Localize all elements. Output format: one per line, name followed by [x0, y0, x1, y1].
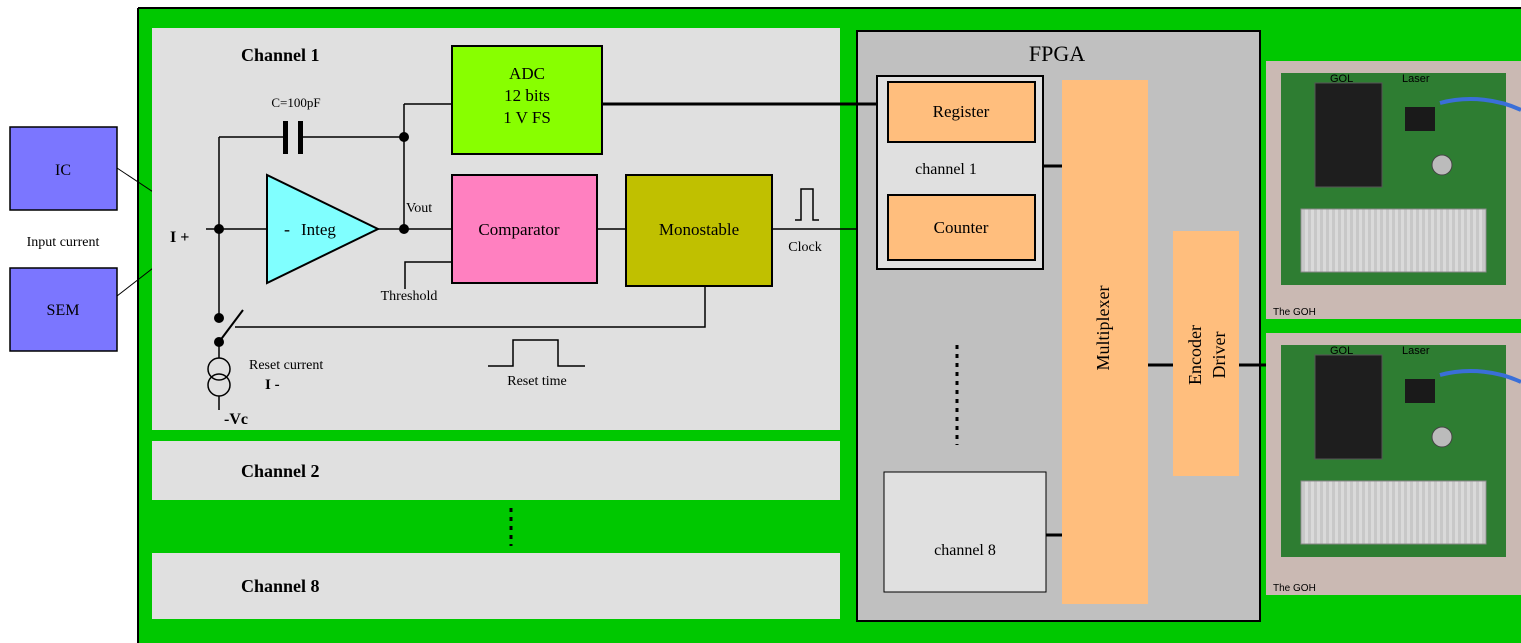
junction-dot-feedback: [399, 132, 409, 142]
svg-text:12 bits: 12 bits: [504, 86, 550, 105]
register-block: Register: [888, 82, 1035, 142]
sem-block: SEM: [10, 268, 117, 351]
encoder-driver-block: Encoder Driver: [1173, 231, 1239, 476]
svg-text:Integ: Integ: [301, 220, 336, 239]
svg-text:SEM: SEM: [47, 302, 80, 319]
svg-text:Driver: Driver: [1209, 332, 1229, 379]
multiplexer-block: Multiplexer: [1062, 80, 1148, 604]
comparator-block: Comparator: [452, 175, 597, 283]
clock-label: Clock: [788, 240, 821, 255]
svg-text:GOL: GOL: [1330, 345, 1353, 357]
junction-dot-input: [214, 224, 224, 234]
svg-text:Counter: Counter: [934, 218, 989, 237]
adc-block: ADC 12 bits 1 V FS: [452, 46, 602, 154]
vout-label: Vout: [406, 201, 432, 216]
svg-text:Comparator: Comparator: [478, 220, 560, 239]
reset-time-label: Reset time: [507, 374, 567, 389]
fpga-channel-8-block: channel 8: [884, 472, 1046, 592]
svg-text:Monostable: Monostable: [659, 220, 739, 239]
counter-block: Counter: [888, 195, 1035, 260]
goh-photo-bottom: GOL Laser The GOH: [1266, 333, 1521, 595]
capacitor-label: C=100pF: [271, 95, 320, 110]
goh-photo-top: GOL Laser The GOH: [1266, 61, 1521, 319]
channel-1-title: Channel 1: [241, 45, 320, 65]
threshold-label: Threshold: [381, 289, 438, 304]
fpga-channel-1-label: channel 1: [915, 161, 977, 178]
svg-text:-: -: [284, 219, 290, 239]
capacitor-plate-left: [283, 121, 288, 154]
monostable-block: Monostable: [626, 175, 772, 286]
svg-text:GOL: GOL: [1330, 73, 1353, 85]
junction-dot-vout: [399, 224, 409, 234]
svg-text:channel 8: channel 8: [934, 542, 996, 559]
reset-current-label: Reset current: [249, 358, 323, 373]
svg-text:Encoder: Encoder: [1185, 325, 1205, 385]
svg-text:Laser: Laser: [1402, 345, 1430, 357]
i-minus-label: I -: [265, 377, 280, 393]
svg-text:ADC: ADC: [509, 64, 545, 83]
input-current-label: Input current: [27, 235, 100, 250]
svg-text:Register: Register: [933, 102, 990, 121]
channel-2-title: Channel 2: [241, 461, 320, 481]
svg-text:The GOH: The GOH: [1273, 307, 1316, 318]
ic-block: IC: [10, 127, 117, 210]
channel-8-title: Channel 8: [241, 576, 320, 596]
svg-text:Multiplexer: Multiplexer: [1093, 286, 1113, 371]
svg-text:IC: IC: [55, 162, 71, 179]
capacitor-plate-right: [298, 121, 303, 154]
svg-text:1 V FS: 1 V FS: [503, 108, 551, 127]
fpga-title: FPGA: [1029, 41, 1085, 66]
switch-dot-top: [214, 313, 224, 323]
svg-text:Laser: Laser: [1402, 73, 1430, 85]
vc-label: -Vc: [224, 411, 248, 428]
svg-text:The GOH: The GOH: [1273, 583, 1316, 594]
i-plus-label: I +: [170, 229, 189, 246]
